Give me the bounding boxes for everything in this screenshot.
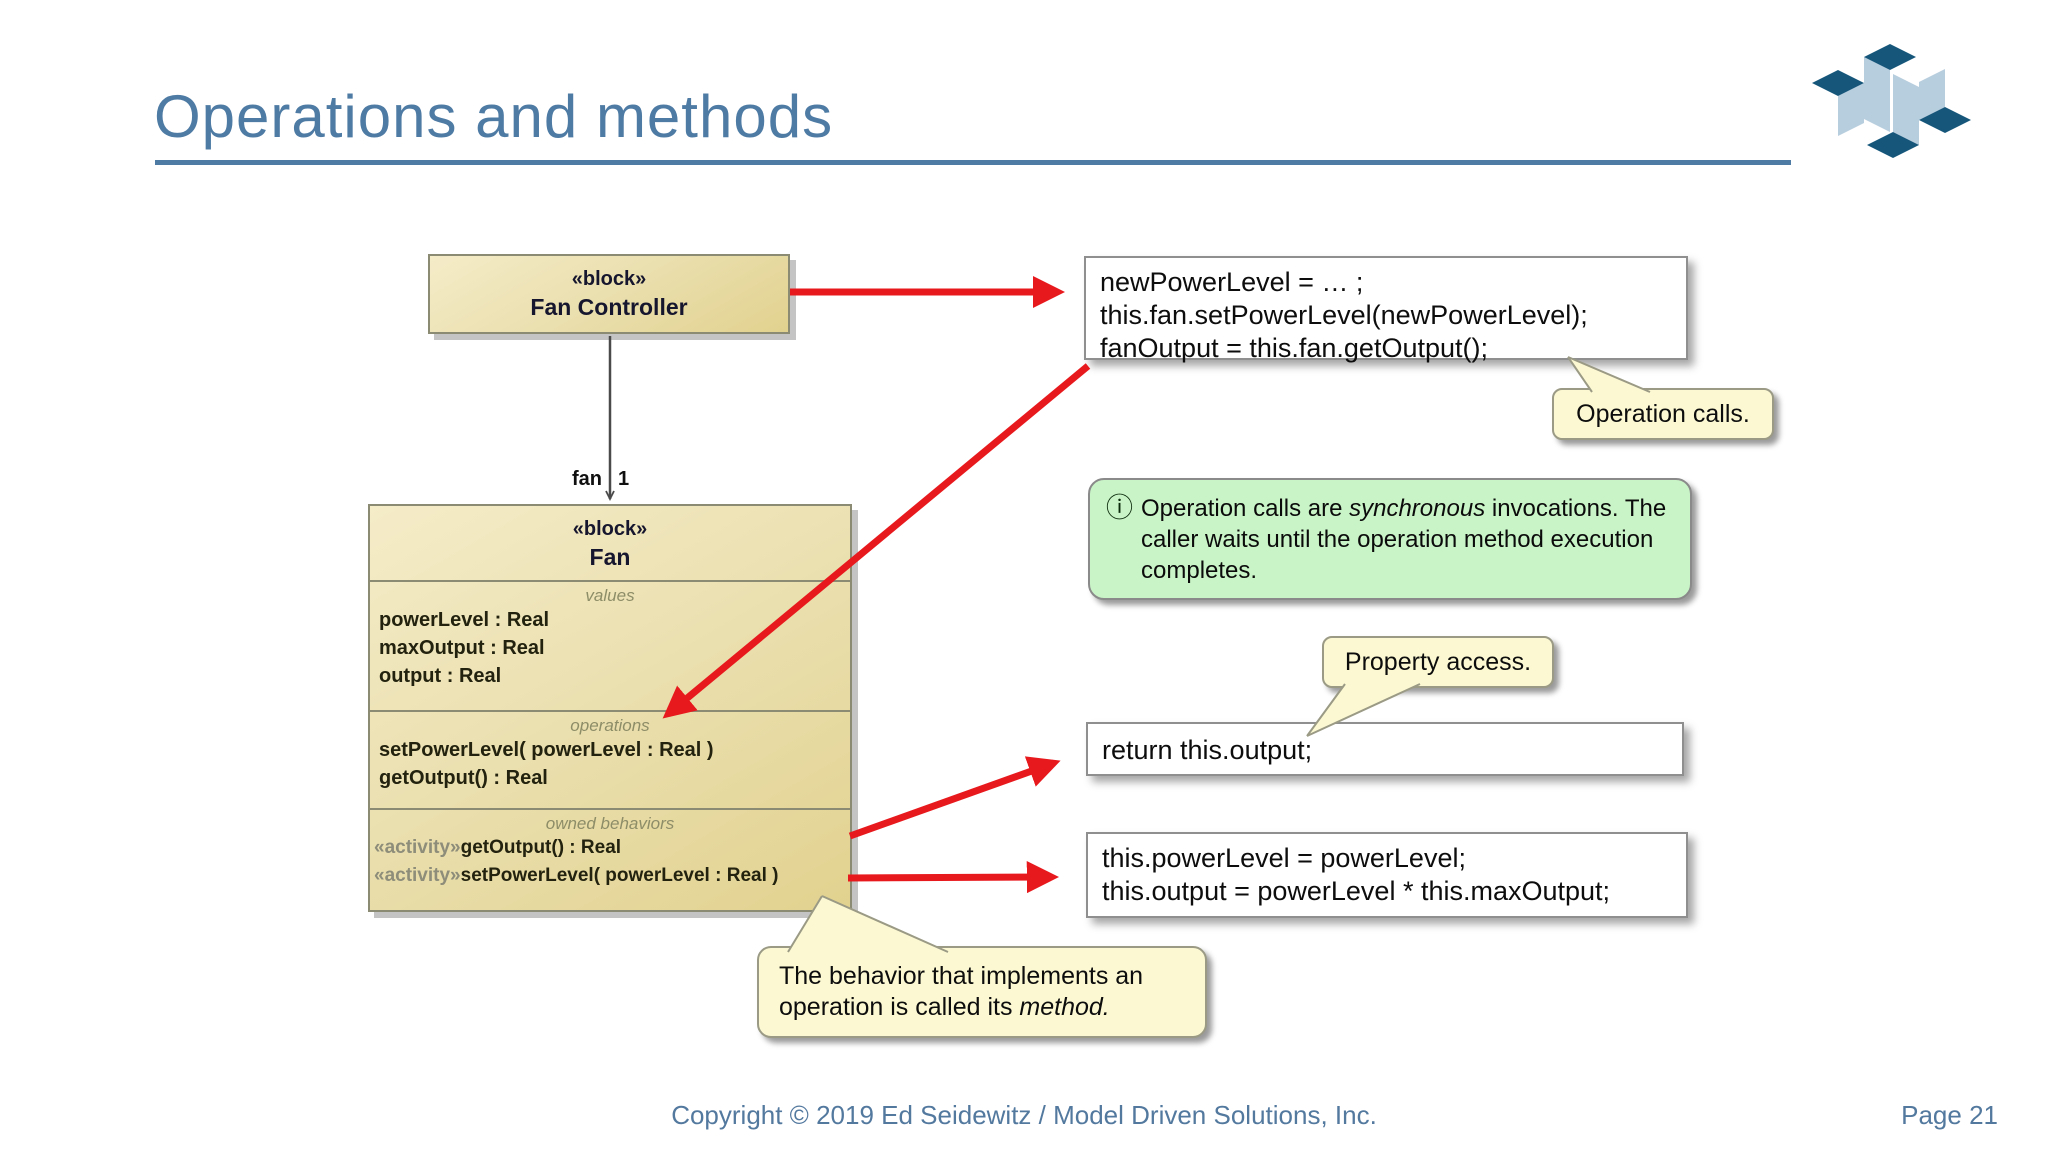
callout-property-access: Property access. xyxy=(1322,636,1554,688)
title-underline xyxy=(155,160,1791,165)
callout-text-italic: method. xyxy=(1019,993,1110,1021)
callout-method-note: The behavior that implements an operatio… xyxy=(757,946,1207,1038)
value-property: powerLevel : Real xyxy=(379,609,550,631)
code-line: this.fan.setPowerLevel(newPowerLevel); xyxy=(1100,300,1588,330)
logo-light-faces xyxy=(1838,57,1945,145)
page-title: Operations and methods xyxy=(154,83,834,150)
code-box-set-power-level-method: this.powerLevel = powerLevel; this.outpu… xyxy=(1086,832,1688,918)
block-stereotype: «block» xyxy=(572,518,648,540)
info-icon: ⓘ xyxy=(1106,493,1133,523)
info-note: ⓘ Operation calls are synchronous invoca… xyxy=(1088,478,1692,600)
activity-stereotype: «activity» xyxy=(374,837,461,858)
association-multiplicity-label: 1 xyxy=(618,468,630,490)
code-line: this.output = powerLevel * this.maxOutpu… xyxy=(1102,876,1611,906)
behavior-signature: setPowerLevel( powerLevel : Real ) xyxy=(460,865,779,886)
code-box-controller-behavior: newPowerLevel = … ; this.fan.setPowerLev… xyxy=(1084,256,1688,363)
behavior-signature: getOutput() : Real xyxy=(460,837,622,858)
value-property: output : Real xyxy=(379,665,502,687)
owned-behaviors-compartment: owned behaviors «activity»getOutput() : … xyxy=(370,808,850,908)
logo-dark-faces xyxy=(1812,44,1971,158)
compartment-label: operations xyxy=(570,716,650,735)
code-line: fanOutput = this.fan.getOutput(); xyxy=(1100,333,1488,363)
block-name: Fan xyxy=(589,544,631,570)
code-line: return this.output; xyxy=(1102,735,1313,765)
note-text: Operation calls are xyxy=(1141,495,1350,522)
company-logo-icon xyxy=(1812,44,1971,158)
compartment-label: values xyxy=(585,586,635,605)
arrow-getoutput-to-return-code xyxy=(848,756,1061,840)
activity-stereotype: «activity» xyxy=(374,865,461,886)
operations-compartment: operations setPowerLevel( powerLevel : R… xyxy=(370,710,850,808)
code-box-get-output-method: return this.output; xyxy=(1086,722,1684,776)
owned-behavior: «activity»setPowerLevel( powerLevel : Re… xyxy=(370,862,850,890)
note-text-italic: synchronous xyxy=(1349,495,1486,522)
block-stereotype: «block» xyxy=(571,268,647,290)
association-role-label: fan xyxy=(572,468,602,490)
note-text: invocations. The caller waits until the … xyxy=(1141,495,1667,584)
uml-block-fan-controller: «block» Fan Controller xyxy=(428,254,790,334)
copyright-text: Copyright © 2019 Ed Seidewitz / Model Dr… xyxy=(671,1100,1377,1130)
compartment-label: owned behaviors xyxy=(545,814,675,833)
operation: getOutput() : Real xyxy=(379,767,548,789)
callout-operation-calls: Operation calls. xyxy=(1552,388,1774,440)
info-note-text: Operation calls are synchronous invocati… xyxy=(1141,493,1674,585)
code-line: newPowerLevel = … ; xyxy=(1100,267,1364,297)
arrow-setpowerlevel-to-code xyxy=(847,861,1059,894)
values-compartment: values powerLevel : Real maxOutput : Rea… xyxy=(370,580,850,710)
block-name: Fan Controller xyxy=(530,294,688,320)
callout-text: The behavior that implements an operatio… xyxy=(779,962,1144,1021)
operation: setPowerLevel( powerLevel : Real ) xyxy=(379,739,714,761)
value-property: maxOutput : Real xyxy=(379,637,545,659)
page-number: Page 21 xyxy=(1901,1100,1998,1130)
uml-block-fan: «block» Fan values powerLevel : Real max… xyxy=(368,504,852,912)
code-line: this.powerLevel = powerLevel; xyxy=(1102,843,1466,873)
owned-behavior: «activity»getOutput() : Real xyxy=(370,834,850,862)
